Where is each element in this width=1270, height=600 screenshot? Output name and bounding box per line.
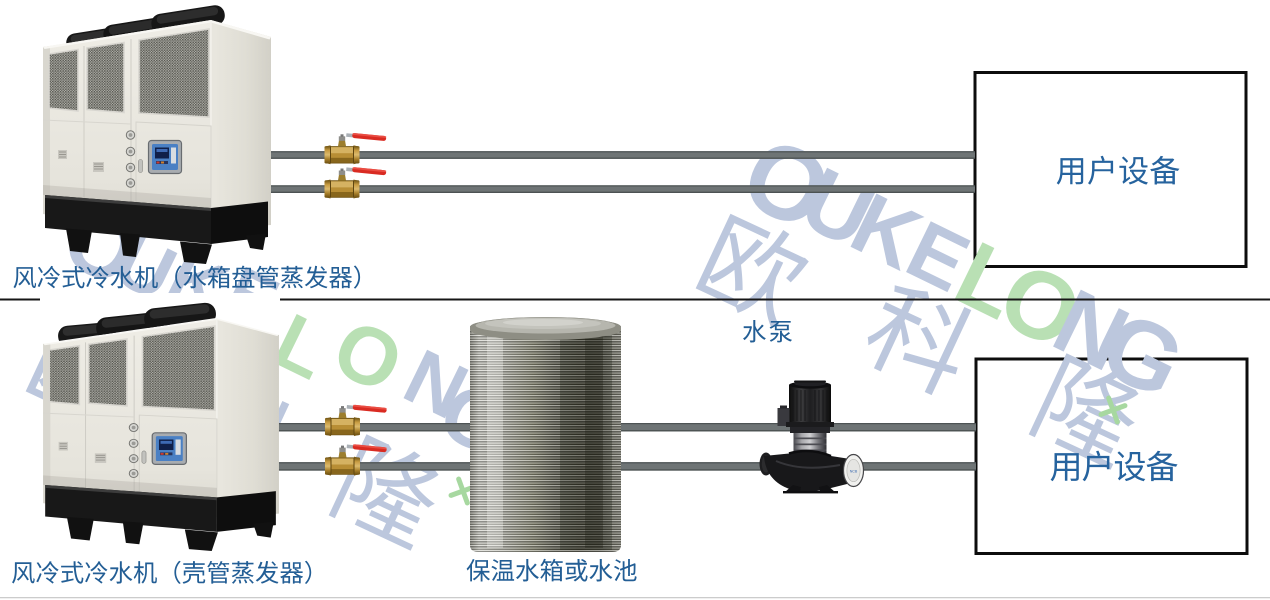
svg-text:NCB: NCB [850, 470, 858, 474]
